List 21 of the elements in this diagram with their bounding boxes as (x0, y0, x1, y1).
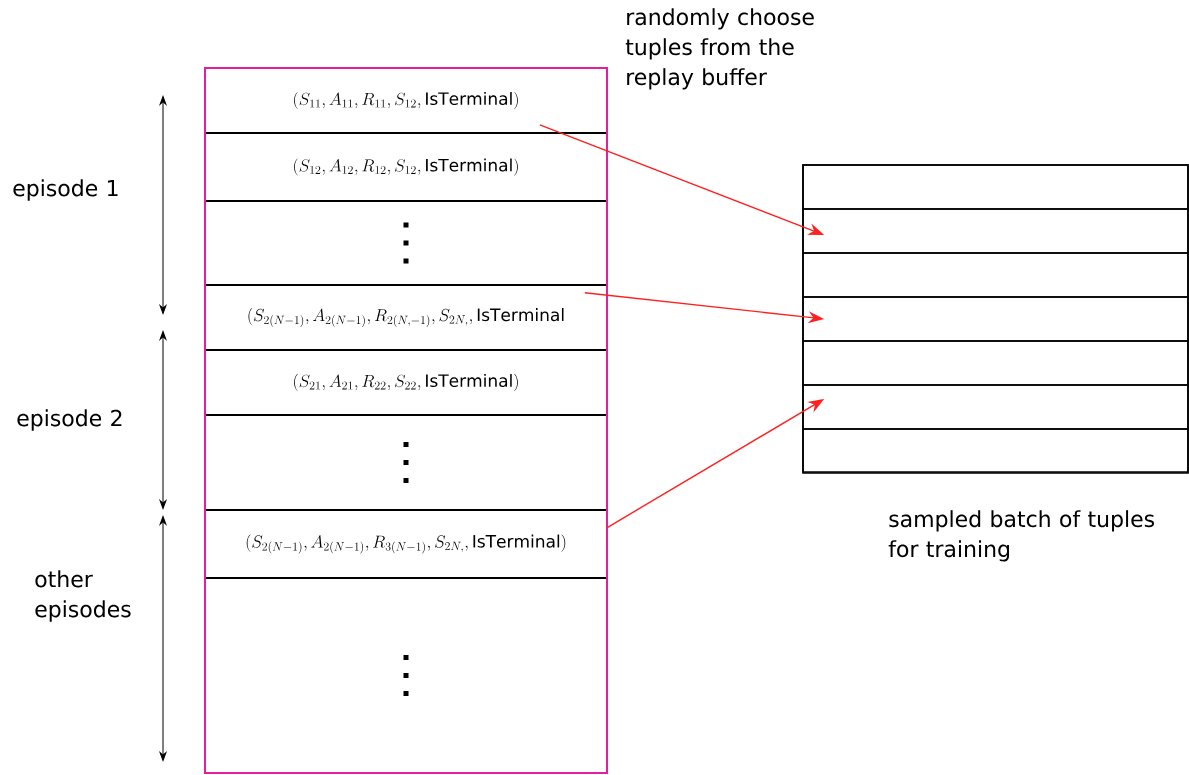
ellipsis-row (403, 222, 409, 264)
tuple-row: $(S_{11}, A_{11}, R_{11}, S_{12}, \mathrm{IsTerminal})$ (294, 91, 518, 110)
ellipsis-row (403, 442, 409, 483)
batch-row (802, 340, 1189, 386)
episode-label: episode 2 (17, 409, 122, 431)
episode-label: other episodes (35, 570, 131, 622)
tuple-row: $(S_{2(N-1)}, A_{2(N-1)}, R_{2(N,-1)}, S_{2N,}, \mathrm{IsTerminal}$ (248, 308, 564, 327)
node-label: sampled batch of tuples for training (888, 510, 1155, 562)
batch-row (802, 164, 1189, 210)
batch-row (802, 208, 1189, 254)
ellipsis-row (403, 655, 409, 696)
batch-row (802, 428, 1189, 474)
batch-row (802, 252, 1189, 298)
tuple-row: $(S_{2(N-1)}, A_{2(N-1)}, R_{3(N-1)}, S_{2N,}, \mathrm{IsTerminal})$ (246, 534, 566, 554)
batch-row (802, 296, 1189, 342)
episode-label: episode 1 (13, 179, 118, 201)
tuple-row: $(S_{21}, A_{21}, R_{22}, S_{22}, \mathrm{IsTerminal})$ (294, 373, 518, 392)
tuple-row: $(S_{12}, A_{12}, R_{12}, S_{12}, \mathrm{IsTerminal})$ (294, 158, 518, 176)
note: randomly choose tuples from the replay buffer (625, 8, 814, 90)
batch-row (802, 384, 1189, 430)
replay-buffer-box (204, 67, 608, 774)
